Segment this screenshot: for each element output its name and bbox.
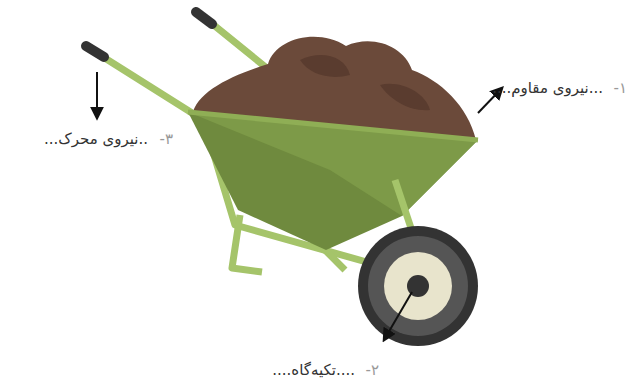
handle-near [92, 50, 200, 118]
frame-leg [232, 215, 262, 272]
dirt-lump [300, 55, 350, 77]
callout-number: ۲- [366, 361, 379, 379]
callout-number: ۳- [160, 130, 173, 148]
wheel-rim [368, 236, 468, 336]
part-label: ...نیروی مقاوم.... [492, 79, 603, 97]
force-arrow [384, 292, 412, 340]
handle-grip [196, 12, 212, 24]
handle-grip [86, 46, 104, 57]
wheel-hub [384, 252, 452, 320]
part-label: ....تکیه‌گاه.... [272, 361, 355, 379]
dirt-lump [380, 84, 430, 110]
tray-side [188, 112, 478, 216]
tray-rim [188, 112, 478, 140]
part-label: ..نیروی محرک... [44, 130, 148, 148]
wheel-tire [358, 226, 478, 346]
callout-number: ۱- [614, 79, 627, 97]
force-arrow [96, 72, 98, 118]
